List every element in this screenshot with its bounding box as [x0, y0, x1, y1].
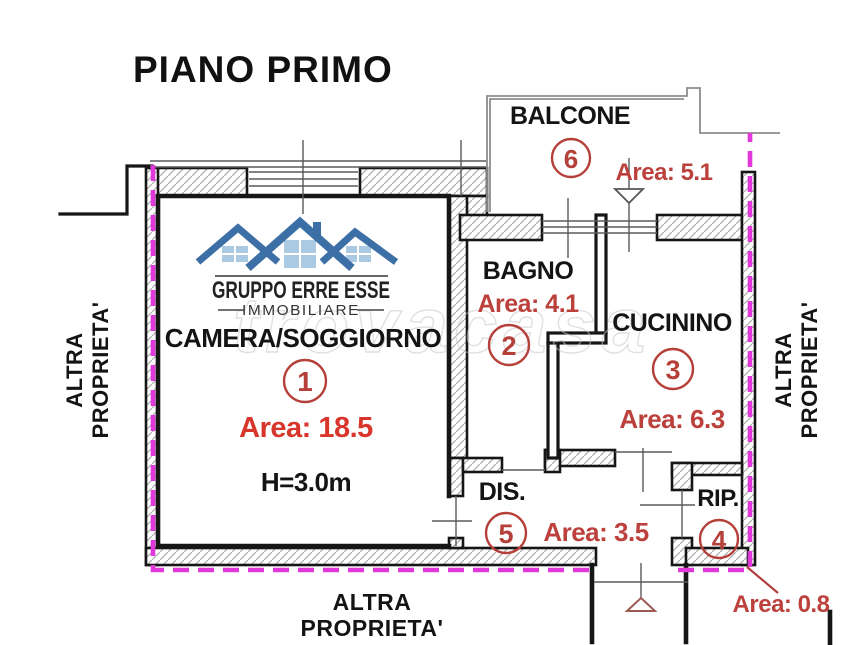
wall-top-left [148, 166, 249, 198]
room-area: Area: 6.3 [619, 404, 724, 434]
room-name: CUCININO [612, 309, 732, 337]
logo-name: GRUPPO ERRE ESSE [212, 277, 390, 304]
wall-balcone-bagno [458, 213, 544, 242]
neighbor-label-line1: ALTRA [333, 589, 412, 615]
entrance-door-triangle-icon [624, 596, 658, 612]
property-boundary-right [678, 133, 753, 573]
room-name: CAMERA/SOGGIORNO [165, 323, 442, 353]
room-height: H=3.0m [261, 467, 351, 497]
thin-lines [150, 140, 695, 598]
room-number-circle [484, 511, 528, 555]
neighbor-label-line1: ALTRA [771, 332, 796, 407]
room-number: 5 [498, 519, 513, 549]
room-area: Area: 0.8 [733, 591, 830, 618]
neighbor-label-line2: PROPRIETA' [88, 302, 113, 439]
room-name: BALCONE [510, 102, 630, 130]
property-boundary-left-bottom [150, 165, 592, 573]
neighbor-label-bottom: ALTRA PROPRIETA' [301, 589, 444, 641]
neighbor-label-line1: ALTRA [62, 332, 87, 407]
agency-logo: GRUPPO ERRE ESSE IMMOBILIARE [195, 216, 399, 319]
room-number-circle [282, 358, 328, 404]
wall-bagno-bottom [461, 456, 504, 474]
neighbor-label-left: ALTRA PROPRIETA' [62, 302, 113, 439]
room-area: Area: 18.5 [239, 412, 373, 444]
room-dis: DIS. 5 Area: 3.5 [479, 478, 649, 555]
room-number: 6 [564, 144, 578, 174]
room-number: 4 [712, 525, 727, 555]
page-title: PIANO PRIMO [133, 49, 393, 90]
room-number: 3 [665, 355, 680, 385]
logo-tagline: IMMOBILIARE [242, 302, 360, 319]
room-name: BAGNO [483, 257, 574, 285]
balcone-door-triangle-icon [612, 188, 646, 205]
wall-rip-left-top [670, 461, 694, 492]
room-cucinino: CUCININO 3 Area: 6.3 [612, 309, 732, 434]
room-number-circle [698, 518, 740, 560]
bagno-window [542, 220, 657, 234]
room-name: DIS. [479, 478, 526, 506]
neighbor-label-line2: PROPRIETA' [797, 302, 822, 439]
room-rip: RIP. 4 Area: 0.8 [697, 485, 830, 618]
wall-bottom [144, 546, 598, 567]
neighbor-label-right: ALTRA PROPRIETA' [771, 302, 822, 439]
room-area: Area: 5.1 [616, 159, 713, 186]
neighbor-wall-line [58, 164, 154, 216]
camera-room-outline [155, 193, 452, 549]
wall-top-right [358, 166, 489, 198]
wall-balcone-cucinino [655, 213, 744, 242]
wall-bagno-cucinino-lower [546, 341, 560, 460]
room-area: Area: 3.5 [543, 517, 648, 547]
room-number: 1 [297, 366, 313, 397]
neighbor-label-line2: PROPRIETA' [301, 615, 444, 641]
room-number-circle [487, 323, 531, 367]
logo-roof-right-icon [319, 227, 399, 265]
balcony-railing [486, 87, 780, 212]
area-leader-line [746, 566, 779, 594]
room-number: 2 [501, 331, 516, 361]
watermark-text: trovacasa [233, 281, 651, 369]
room-camera-soggiorno: CAMERA/SOGGIORNO 1 Area: 18.5 H=3.0m [165, 323, 442, 497]
wall-bagno-cucinino-jog [546, 331, 608, 345]
room-area: Area: 4.1 [477, 290, 579, 318]
room-name: RIP. [697, 485, 739, 512]
room-number-circle [651, 347, 695, 391]
property-boundary [150, 133, 753, 573]
logo-chimney-icon [313, 222, 321, 238]
room-balcone: BALCONE 6 Area: 5.1 [510, 102, 713, 186]
balcony-railing-inner [489, 98, 684, 212]
room-number-circle [550, 137, 592, 179]
room-bagno: BAGNO Area: 4.1 2 [477, 257, 580, 367]
logo-window-mullions [222, 240, 371, 268]
